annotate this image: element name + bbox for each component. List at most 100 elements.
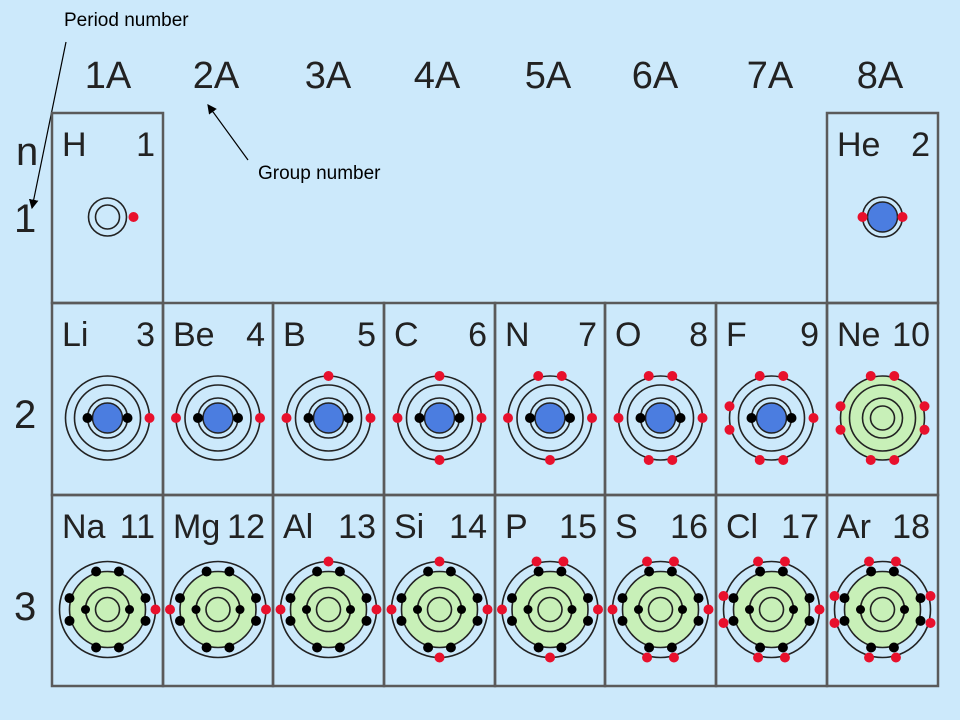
element-symbol: Al	[283, 508, 313, 546]
nucleus	[426, 596, 453, 623]
valence-electron	[890, 652, 901, 663]
inner-electron	[233, 413, 243, 423]
valence-electron	[593, 604, 603, 615]
atomic-number: 8	[689, 316, 708, 354]
nucleus	[534, 402, 566, 434]
inner-electron	[224, 642, 235, 653]
group-number-label: Group number	[258, 163, 381, 184]
nucleus	[315, 596, 342, 623]
inner-electron	[361, 593, 372, 604]
inner-electron	[91, 642, 102, 653]
nucleus	[869, 596, 896, 623]
inner-electron	[201, 566, 212, 577]
valence-electron	[829, 591, 840, 602]
inner-electron	[224, 566, 235, 577]
inner-electron	[122, 413, 133, 423]
inner-electron	[583, 593, 593, 604]
group-header-2a: 2A	[193, 55, 240, 97]
valence-electron	[165, 604, 175, 615]
element-symbol: S	[615, 508, 638, 546]
bohr-model	[857, 196, 908, 238]
element-symbol: Li	[62, 316, 88, 354]
inner-electron	[445, 566, 456, 577]
valence-electron	[386, 604, 397, 615]
element-symbol: Ar	[837, 508, 871, 546]
valence-electron	[261, 604, 271, 615]
orbit-shell-2-inner	[73, 384, 142, 452]
element-symbol: H	[62, 126, 87, 164]
valence-electron	[323, 371, 334, 381]
inner-electron	[804, 593, 815, 604]
valence-electron	[613, 413, 624, 423]
inner-electron	[140, 593, 151, 604]
valence-electron	[814, 604, 825, 615]
nucleus	[755, 402, 788, 434]
inner-electron	[312, 566, 323, 577]
inner-electron	[423, 642, 434, 653]
inner-electron	[755, 566, 766, 577]
bohr-model	[829, 556, 936, 663]
inner-electron	[533, 566, 544, 577]
element-symbol: He	[837, 126, 880, 164]
valence-electron	[255, 413, 265, 423]
nucleus	[537, 596, 563, 623]
valence-electron	[829, 617, 840, 628]
group-header-3a: 3A	[305, 55, 352, 97]
inner-electron	[567, 605, 577, 614]
atomic-number: 13	[338, 508, 376, 546]
inner-electron	[175, 593, 185, 604]
bohr-model	[171, 375, 265, 461]
nucleus	[647, 596, 674, 623]
inner-electron	[191, 605, 201, 614]
atomic-number: 12	[227, 508, 265, 546]
bohr-model	[718, 556, 825, 663]
atomic-number: 2	[911, 126, 930, 164]
nucleus	[644, 402, 677, 434]
period-number-arrow	[28, 41, 67, 210]
inner-electron	[866, 642, 877, 653]
inner-electron	[201, 642, 212, 653]
orbit-shell-1	[861, 397, 904, 439]
cell-border	[825, 493, 940, 688]
orbit-shell-2-inner	[626, 384, 695, 452]
valence-electron	[434, 371, 445, 381]
inner-electron	[915, 615, 926, 626]
valence-electron	[835, 424, 846, 435]
inner-electron	[193, 413, 203, 423]
valence-electron	[925, 591, 936, 602]
nucleus	[94, 204, 121, 230]
element-symbol: Si	[394, 508, 424, 546]
orbit-shell-2-inner	[737, 384, 806, 452]
atomic-number: 1	[136, 126, 155, 164]
inner-electron	[635, 413, 646, 423]
valence-electron	[857, 212, 868, 222]
inner-electron	[777, 642, 788, 653]
element-symbol: F	[726, 316, 747, 354]
inner-electron	[445, 642, 456, 653]
inner-electron	[125, 605, 134, 614]
bohr-model	[503, 371, 597, 465]
inner-electron	[334, 642, 345, 653]
valence-electron	[778, 371, 789, 381]
valence-electron	[889, 371, 900, 381]
valence-electron	[482, 604, 493, 615]
inner-electron	[556, 642, 567, 653]
valence-electron	[476, 413, 487, 423]
atomic-number: 17	[781, 508, 819, 546]
valence-electron	[835, 401, 846, 412]
orbit-shell-2-inner	[848, 384, 917, 452]
inner-electron	[346, 605, 355, 614]
valence-electron	[890, 556, 901, 567]
bohr-model	[87, 197, 139, 237]
inner-electron	[888, 642, 899, 653]
valence-electron	[643, 371, 654, 381]
inner-electron	[583, 615, 593, 626]
bohr-model	[386, 556, 493, 663]
